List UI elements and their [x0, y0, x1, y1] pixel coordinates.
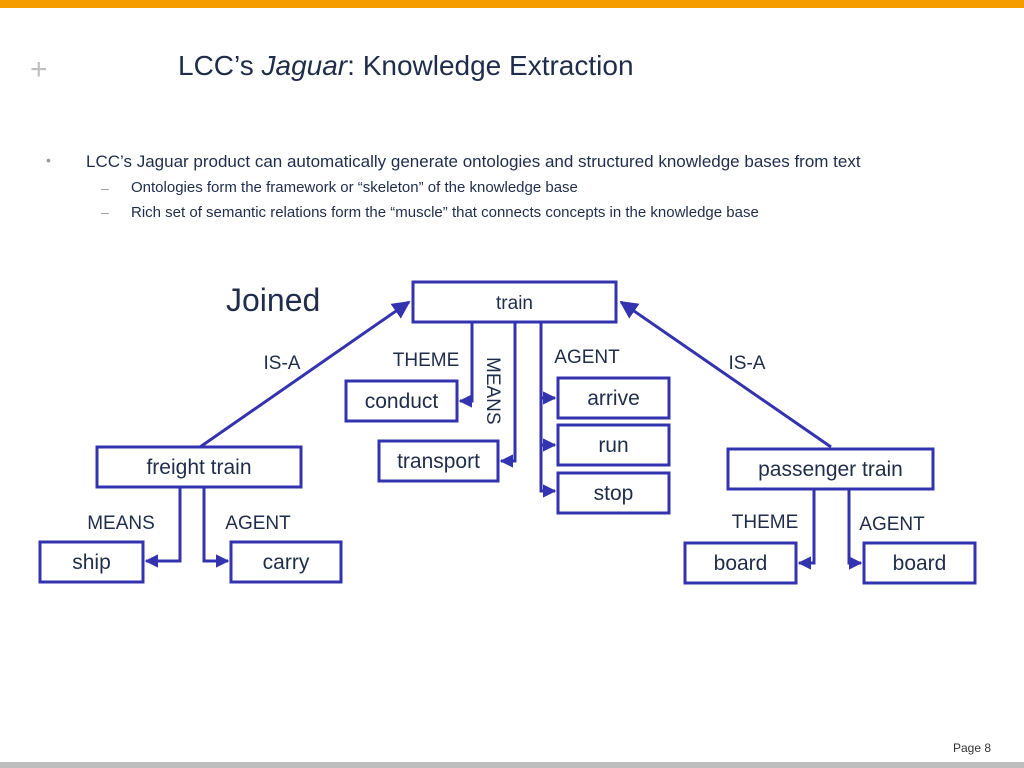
sub-bullet-marker: – — [101, 180, 109, 196]
bottom-bar — [0, 762, 1024, 768]
isa-label-left: IS-A — [264, 353, 301, 374]
node-passenger-train: passenger train — [726, 447, 935, 491]
agent-label: AGENT — [859, 514, 925, 535]
node-label: board — [893, 552, 947, 575]
sub-bullet-text: Ontologies form the framework or “skelet… — [131, 179, 578, 196]
isa-label-right: IS-A — [729, 353, 766, 374]
node-arrive: arrive — [556, 376, 671, 420]
means-label: MEANS — [482, 357, 503, 425]
node-label: run — [598, 434, 628, 457]
node-carry: carry — [229, 540, 343, 584]
edge-freight-agent — [202, 487, 230, 568]
slide-title: LCC’s Jaguar: Knowledge Extraction — [178, 50, 634, 82]
node-run: run — [556, 423, 671, 467]
edge-freight-means — [144, 487, 182, 568]
edge-train-agent — [539, 322, 557, 498]
node-stop: stop — [556, 471, 671, 515]
node-label: transport — [397, 450, 480, 473]
edge-train-means — [499, 322, 517, 468]
node-board-theme: board — [683, 541, 798, 585]
node-label: carry — [263, 551, 310, 574]
node-train: train — [411, 280, 618, 324]
agent-label: AGENT — [554, 347, 620, 368]
edge-train-theme — [458, 322, 474, 408]
node-label: passenger train — [758, 458, 903, 481]
node-label: board — [714, 552, 768, 575]
node-label: train — [496, 293, 533, 314]
title-italic: Jaguar — [261, 50, 348, 81]
agent-label: AGENT — [225, 513, 291, 534]
title-prefix: LCC’s — [178, 50, 262, 81]
node-board-agent: board — [862, 541, 977, 585]
theme-label: THEME — [732, 512, 799, 533]
edge-passenger-theme — [797, 489, 816, 570]
edge-passenger-agent — [847, 489, 863, 570]
node-conduct: conduct — [344, 379, 459, 423]
diagram-caption: Joined — [226, 282, 320, 318]
node-label: arrive — [587, 387, 640, 410]
node-transport: transport — [377, 439, 500, 483]
bullet-marker: • — [46, 152, 51, 168]
edge-isa-left — [199, 300, 411, 449]
bullet-text: LCC’s Jaguar product can automatically g… — [86, 152, 861, 171]
node-freight-train: freight train — [95, 445, 303, 489]
top-accent-bar — [0, 0, 1024, 8]
edge-isa-right — [619, 300, 832, 449]
plus-icon: + — [30, 53, 48, 86]
sub-bullet-text: Rich set of semantic relations form the … — [131, 204, 759, 221]
node-label: conduct — [365, 390, 439, 413]
title-suffix: : Knowledge Extraction — [347, 50, 634, 81]
node-label: freight train — [146, 456, 251, 479]
node-ship: ship — [38, 540, 145, 584]
theme-label: THEME — [393, 350, 460, 371]
means-label: MEANS — [87, 513, 155, 534]
page-number: Page 8 — [953, 741, 992, 755]
node-label: ship — [72, 551, 111, 574]
sub-bullet-marker: – — [101, 204, 109, 220]
node-label: stop — [594, 482, 634, 505]
bullet-list: • LCC’s Jaguar product can automatically… — [0, 0, 1024, 240]
